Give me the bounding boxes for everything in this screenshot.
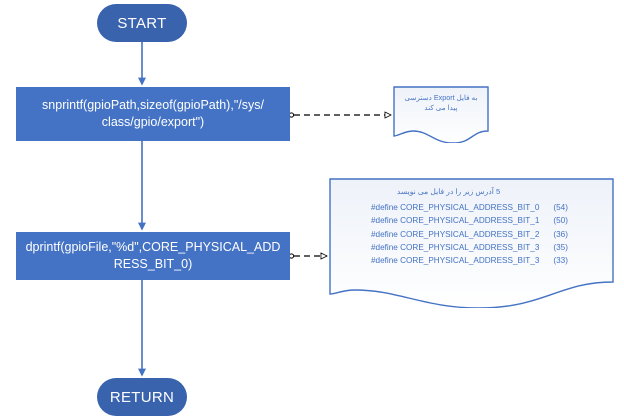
define-row: #define CORE_PHYSICAL_ADDRESS_BIT_3 (35) bbox=[371, 241, 614, 254]
define-row: #define CORE_PHYSICAL_ADDRESS_BIT_0 (54) bbox=[371, 201, 614, 214]
process-box-snprintf[interactable]: snprintf(gpioPath,sizeof(gpioPath),"/sys… bbox=[16, 87, 290, 141]
callout-export-note[interactable]: به فایل Export دسترسی پیدا می کند bbox=[393, 86, 489, 143]
define-row: #define CORE_PHYSICAL_ADDRESS_BIT_1 (50) bbox=[371, 214, 614, 227]
callout-defines-text: 5 آدرس زیر را در فایل می نویسد #define C… bbox=[329, 178, 614, 268]
process-snprintf-text: snprintf(gpioPath,sizeof(gpioPath),"/sys… bbox=[42, 97, 264, 131]
define-statement: #define CORE_PHYSICAL_ADDRESS_BIT_0 bbox=[371, 203, 540, 212]
define-value: (33) bbox=[553, 256, 568, 266]
start-terminator[interactable]: START bbox=[97, 4, 187, 42]
start-label: START bbox=[117, 14, 167, 32]
process-snprintf-line1: snprintf(gpioPath,sizeof(gpioPath),"/sys… bbox=[42, 98, 264, 113]
process-dprintf-text: dprintf(gpioFile,"%d",CORE_PHYSICAL_ADD … bbox=[26, 239, 281, 273]
define-value: (36) bbox=[553, 229, 568, 239]
connector-endpoint-dot-2 bbox=[288, 253, 295, 259]
process-dprintf-line2: RESS_BIT_0) bbox=[113, 257, 193, 271]
callout-export-line2: پیدا می کند bbox=[424, 103, 458, 113]
define-statement: #define CORE_PHYSICAL_ADDRESS_BIT_3 bbox=[371, 256, 540, 266]
return-terminator[interactable]: RETURN bbox=[97, 378, 187, 416]
connector-endpoint-dot-1 bbox=[288, 112, 295, 118]
return-label: RETURN bbox=[109, 388, 175, 406]
process-box-dprintf[interactable]: dprintf(gpioFile,"%d",CORE_PHYSICAL_ADD … bbox=[16, 232, 290, 280]
define-value: (35) bbox=[553, 243, 568, 253]
define-statement: #define CORE_PHYSICAL_ADDRESS_BIT_1 bbox=[371, 216, 540, 226]
define-value: (54) bbox=[553, 203, 568, 212]
callout-export-line1: به فایل Export دسترسی bbox=[404, 93, 478, 102]
process-snprintf-line2: class/gpio/export") bbox=[101, 115, 205, 129]
process-dprintf-line1: dprintf(gpioFile,"%d",CORE_PHYSICAL_ADD bbox=[25, 240, 281, 255]
define-row: #define CORE_PHYSICAL_ADDRESS_BIT_2 (36) bbox=[371, 228, 614, 241]
define-list: #define CORE_PHYSICAL_ADDRESS_BIT_0(54)#… bbox=[329, 201, 614, 268]
define-statement: #define CORE_PHYSICAL_ADDRESS_BIT_2 bbox=[371, 229, 540, 239]
document-shape-defines bbox=[329, 178, 614, 308]
callout-defines-note[interactable]: 5 آدرس زیر را در فایل می نویسد #define C… bbox=[329, 178, 614, 308]
callout-export-text: به فایل Export دسترسی پیدا می کند bbox=[393, 86, 489, 114]
define-row: #define CORE_PHYSICAL_ADDRESS_BIT_3 (33) bbox=[371, 254, 614, 267]
define-statement: #define CORE_PHYSICAL_ADDRESS_BIT_3 bbox=[371, 243, 540, 253]
define-value: (50) bbox=[553, 216, 568, 226]
callout-defines-title: 5 آدرس زیر را در فایل می نویسد bbox=[396, 187, 501, 196]
document-shape-export bbox=[393, 86, 489, 143]
